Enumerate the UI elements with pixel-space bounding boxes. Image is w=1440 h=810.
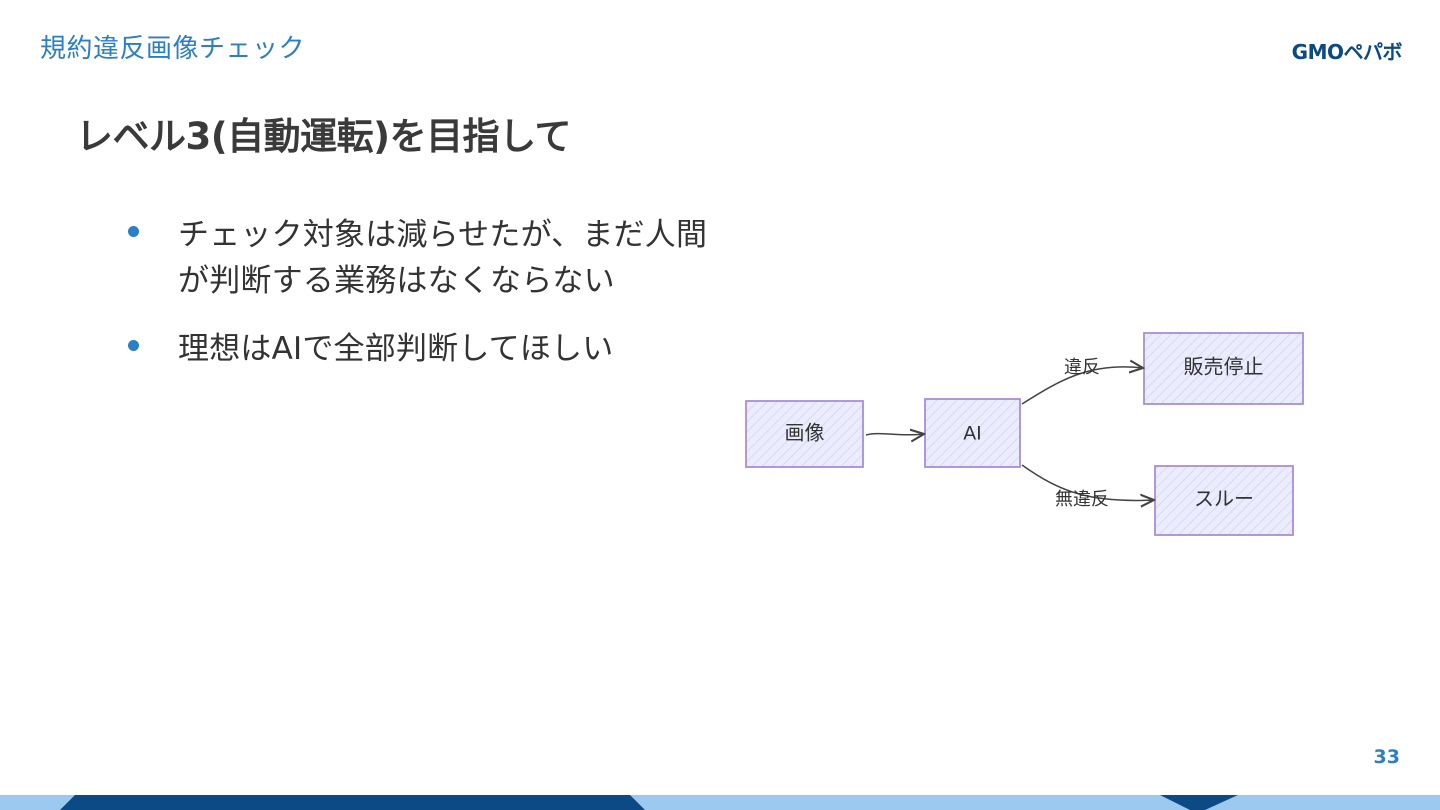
company-logo: GMOペパボ	[1291, 40, 1403, 64]
diagram-node-label: 販売停止	[1184, 355, 1264, 379]
diagram-edge-arrow	[1021, 367, 1143, 405]
bullet-item: チェック対象は減らせたが、まだ人間 が判断する業務はなくならない	[128, 212, 728, 304]
bullet-list: チェック対象は減らせたが、まだ人間 が判断する業務はなくならない 理想はAIで全…	[128, 212, 728, 394]
page-number: 33	[1373, 746, 1400, 768]
bullet-dot-icon	[128, 340, 139, 351]
diagram-node-stop-sale: 販売停止	[1143, 332, 1304, 405]
footer-band	[0, 795, 1440, 810]
diagram-node-image: 画像	[745, 400, 864, 468]
diagram-edge-label: 違反	[1064, 357, 1100, 378]
diagram-node-label: 画像	[785, 421, 825, 445]
diagram-edge-arrow	[865, 434, 924, 435]
bullet-text-line: 理想はAIで全部判断してほしい	[178, 331, 614, 367]
slide-title: レベル3(自動運転)を目指して	[76, 115, 571, 158]
bullet-text-line: が判断する業務はなくならない	[178, 263, 615, 299]
diagram-node-label: スルー	[1194, 487, 1254, 511]
bullet-text-line: チェック対象は減らせたが、まだ人間	[178, 217, 708, 253]
diagram-node-label: AI	[963, 423, 982, 445]
diagram-node-pass: スルー	[1154, 465, 1294, 536]
bullet-item: 理想はAIで全部判断してほしい	[128, 326, 728, 372]
diagram-edge-arrow	[1021, 464, 1154, 500]
diagram-node-ai: AI	[924, 398, 1021, 468]
bullet-dot-icon	[128, 226, 139, 237]
header-title: 規約違反画像チェック	[40, 34, 306, 64]
diagram-edge-label: 無違反	[1055, 489, 1109, 510]
